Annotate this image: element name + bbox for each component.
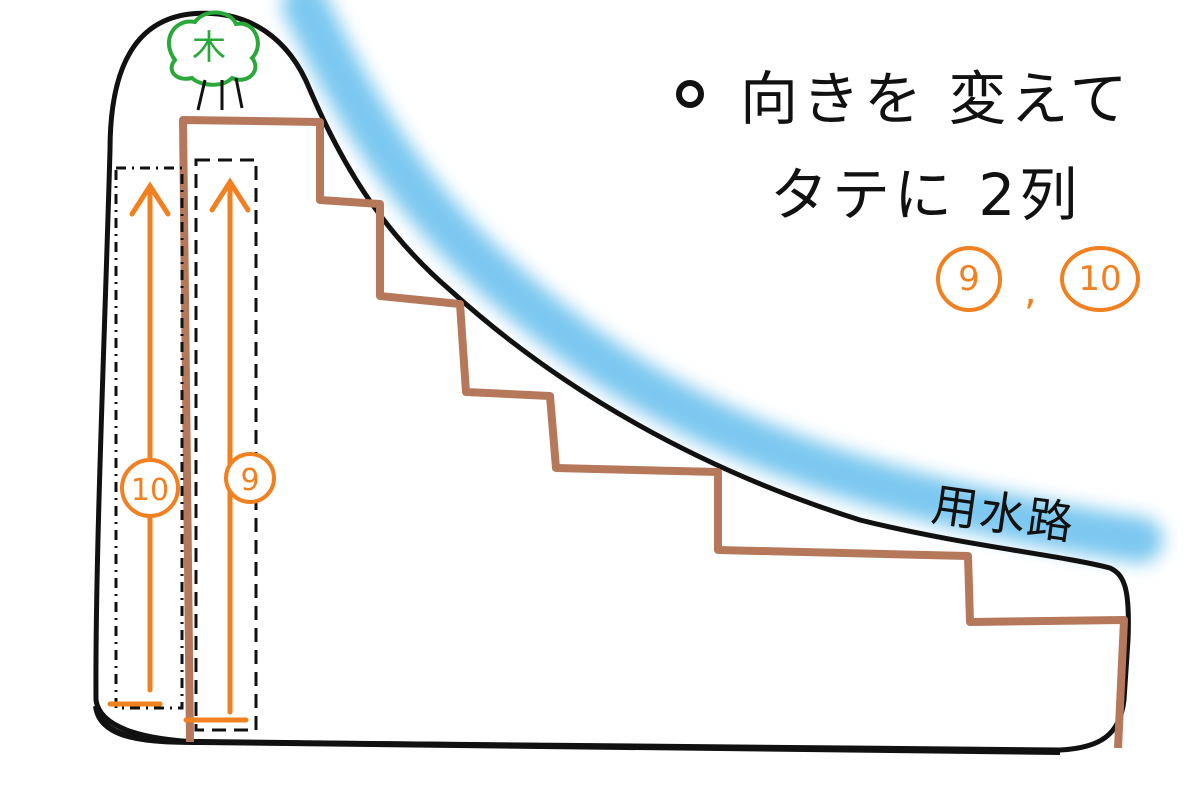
- terrace-steps: [179, 116, 1128, 749]
- arrow-column-9: [183, 177, 251, 723]
- canal-water: [282, 0, 1163, 563]
- column-9-label: 9: [240, 463, 259, 498]
- column-10-label: 10: [131, 473, 169, 508]
- bullet-point: [676, 80, 704, 108]
- order-label-10: 10: [1060, 246, 1140, 312]
- order-separator: ,: [1024, 268, 1037, 314]
- ground-line: [93, 705, 1061, 755]
- order-label-9: 9: [936, 246, 1002, 312]
- column-box-right: [194, 158, 258, 732]
- note-line-1: 向きを 変えて: [740, 65, 1132, 133]
- arrow-column-10: [107, 181, 171, 707]
- tree-label: 木: [192, 28, 226, 68]
- column-10-circle: [120, 458, 180, 518]
- tree-icon: [167, 10, 260, 111]
- column-box-left: [114, 166, 184, 710]
- column-9-circle: [224, 452, 276, 504]
- note-line-2: タテに 2列: [770, 161, 1082, 229]
- hill-outline: [93, 10, 1131, 753]
